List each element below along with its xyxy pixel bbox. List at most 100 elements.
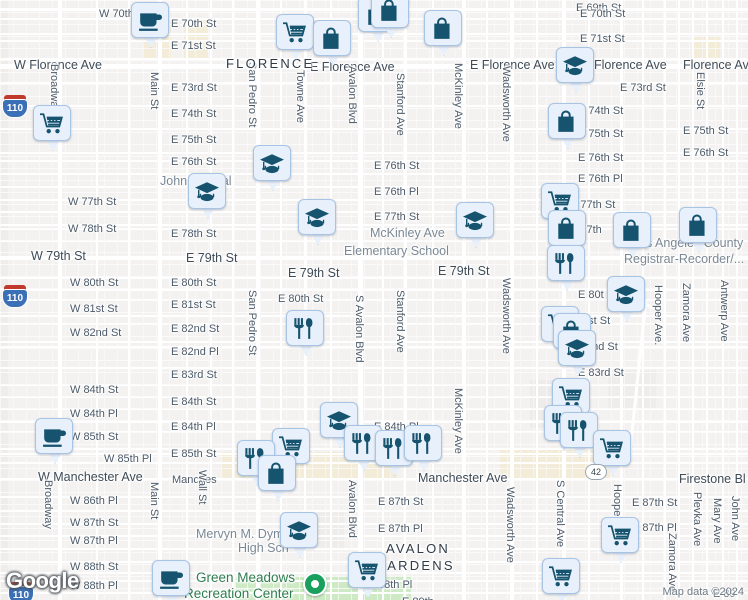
street-line-vertical xyxy=(692,0,694,600)
map-poi-marker[interactable] xyxy=(286,310,324,356)
alley-line-vertical xyxy=(442,0,443,600)
alley-line-vertical xyxy=(195,0,196,600)
google-logo[interactable]: Google xyxy=(6,568,79,593)
street-line-horizontal xyxy=(0,199,748,201)
street-line-horizontal xyxy=(0,224,748,226)
state-route-shield: 42 xyxy=(585,464,607,480)
alley-line-vertical xyxy=(598,0,599,600)
map-poi-marker[interactable] xyxy=(424,10,462,56)
shopping-cart-icon xyxy=(549,566,572,587)
alley-line-horizontal xyxy=(0,216,748,217)
alley-line-horizontal xyxy=(0,252,748,253)
map-poi-marker[interactable] xyxy=(131,2,169,48)
alley-line-horizontal xyxy=(0,588,748,589)
restaurant-icon xyxy=(352,433,371,454)
road-mckinley-ave xyxy=(462,0,466,600)
alley-line-vertical xyxy=(52,0,53,600)
map-poi-marker[interactable] xyxy=(348,552,386,598)
street-line-horizontal xyxy=(0,592,748,594)
map-poi-marker[interactable] xyxy=(593,430,631,476)
shopping-bag-icon xyxy=(558,110,574,132)
map-poi-marker[interactable] xyxy=(258,455,296,501)
alley-line-horizontal xyxy=(0,132,748,133)
map-poi-marker[interactable] xyxy=(313,20,351,66)
alley-line-vertical xyxy=(351,0,352,600)
map-poi-marker[interactable] xyxy=(456,202,494,248)
restaurant-icon xyxy=(412,433,431,454)
map-poi-marker[interactable] xyxy=(280,512,318,558)
street-line-horizontal xyxy=(0,277,748,279)
alley-line-vertical xyxy=(689,0,690,600)
alley-line-horizontal xyxy=(0,120,748,121)
alley-line-vertical xyxy=(312,0,313,600)
alley-line-vertical xyxy=(533,0,534,600)
park-marker-icon[interactable] xyxy=(303,572,327,596)
map-poi-marker[interactable] xyxy=(556,47,594,93)
map-poi-marker[interactable] xyxy=(298,199,336,245)
map-poi-marker[interactable] xyxy=(371,0,409,38)
interstate-shield: 110 xyxy=(8,582,34,600)
alley-line-horizontal xyxy=(0,420,748,421)
shopping-bag-icon xyxy=(381,0,397,21)
alley-line-horizontal xyxy=(0,504,748,505)
school-icon xyxy=(305,208,329,228)
street-line-vertical xyxy=(536,0,538,600)
road-florence-ave xyxy=(0,64,748,69)
map-poi-marker[interactable] xyxy=(548,103,586,149)
map-poi-marker[interactable] xyxy=(276,14,314,60)
school-icon xyxy=(565,339,589,359)
map-poi-marker[interactable] xyxy=(558,330,596,376)
alley-line-vertical xyxy=(91,0,92,600)
map-poi-marker[interactable] xyxy=(253,145,291,191)
alley-line-vertical xyxy=(676,0,677,600)
alley-line-vertical xyxy=(104,0,105,600)
alley-line-vertical xyxy=(520,0,521,600)
alley-line-horizontal xyxy=(0,228,748,229)
shopping-bag-icon xyxy=(558,217,574,239)
map-attribution: Map data ©2024 xyxy=(662,586,745,598)
road-wadsworth-ave xyxy=(510,0,514,600)
street-line-horizontal xyxy=(0,496,748,498)
alley-line-horizontal xyxy=(0,84,748,85)
marker-bubble xyxy=(33,105,71,141)
alley-line-vertical xyxy=(78,0,79,600)
street-line-horizontal xyxy=(0,240,748,242)
shopping-bag-icon xyxy=(268,462,284,484)
interstate-shield: 110 xyxy=(2,285,28,309)
alley-line-vertical xyxy=(364,0,365,600)
alley-line-horizontal xyxy=(0,276,748,277)
map-poi-marker[interactable] xyxy=(33,105,71,151)
school-icon xyxy=(614,285,638,305)
street-line-horizontal xyxy=(0,289,748,291)
alley-line-horizontal xyxy=(0,372,748,373)
map-poi-marker[interactable] xyxy=(152,560,190,600)
map-poi-marker[interactable] xyxy=(542,558,580,600)
map-poi-marker[interactable] xyxy=(607,276,645,322)
alley-line-horizontal xyxy=(0,540,748,541)
map-poi-marker[interactable] xyxy=(679,207,717,253)
alley-line-vertical xyxy=(286,0,287,600)
road-broadway xyxy=(58,0,62,600)
shopping-bag-icon xyxy=(689,214,705,236)
map-poi-marker[interactable] xyxy=(188,173,226,219)
street-line-horizontal xyxy=(0,523,748,525)
marker-bubble xyxy=(456,202,494,238)
alley-line-vertical xyxy=(130,0,131,600)
alley-line-vertical xyxy=(494,0,495,600)
map-poi-marker[interactable] xyxy=(601,517,639,563)
street-line-vertical xyxy=(232,0,234,600)
alley-line-vertical xyxy=(403,0,404,600)
road-san-pedro-st xyxy=(256,0,260,600)
street-line-horizontal xyxy=(0,408,748,410)
alley-line-vertical xyxy=(650,0,651,600)
map-poi-marker[interactable] xyxy=(547,245,585,291)
road-stanford-ave xyxy=(404,0,407,460)
map-poi-marker[interactable] xyxy=(404,425,442,471)
map-poi-marker[interactable] xyxy=(35,418,73,464)
map-poi-marker[interactable] xyxy=(613,212,651,258)
street-line-horizontal xyxy=(0,462,748,464)
street-line-horizontal xyxy=(0,228,748,230)
alley-line-horizontal xyxy=(0,240,748,241)
street-line-vertical xyxy=(186,0,188,600)
